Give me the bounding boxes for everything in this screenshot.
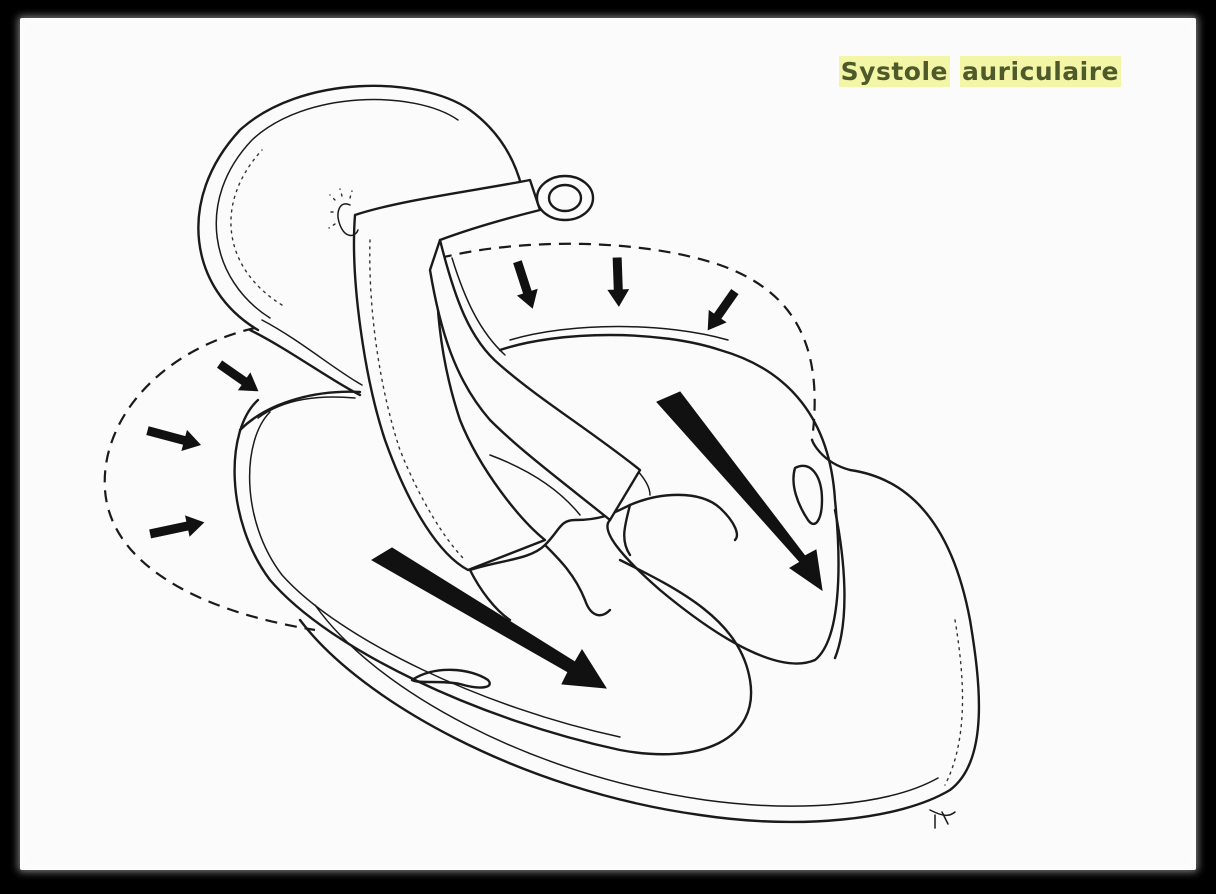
contraction-arrow <box>214 356 263 399</box>
contraction-arrow <box>149 513 206 544</box>
right-ventricle <box>235 392 752 754</box>
contraction-arrow <box>508 259 542 311</box>
filling-arrow-left-ventricle <box>657 392 822 590</box>
contraction-arrow <box>700 286 743 335</box>
atrial-contraction-arrows-left <box>145 356 263 543</box>
atrial-wall-inner <box>262 320 362 385</box>
filling-arrow-right-ventricle <box>372 548 606 688</box>
heart-outer-wall <box>300 440 979 822</box>
atrial-wall <box>250 330 360 395</box>
contraction-arrow <box>607 258 629 307</box>
right-atrium-outline-dashed <box>105 328 315 630</box>
contraction-arrow <box>145 421 202 454</box>
atrial-contraction-arrows-top <box>508 258 743 336</box>
